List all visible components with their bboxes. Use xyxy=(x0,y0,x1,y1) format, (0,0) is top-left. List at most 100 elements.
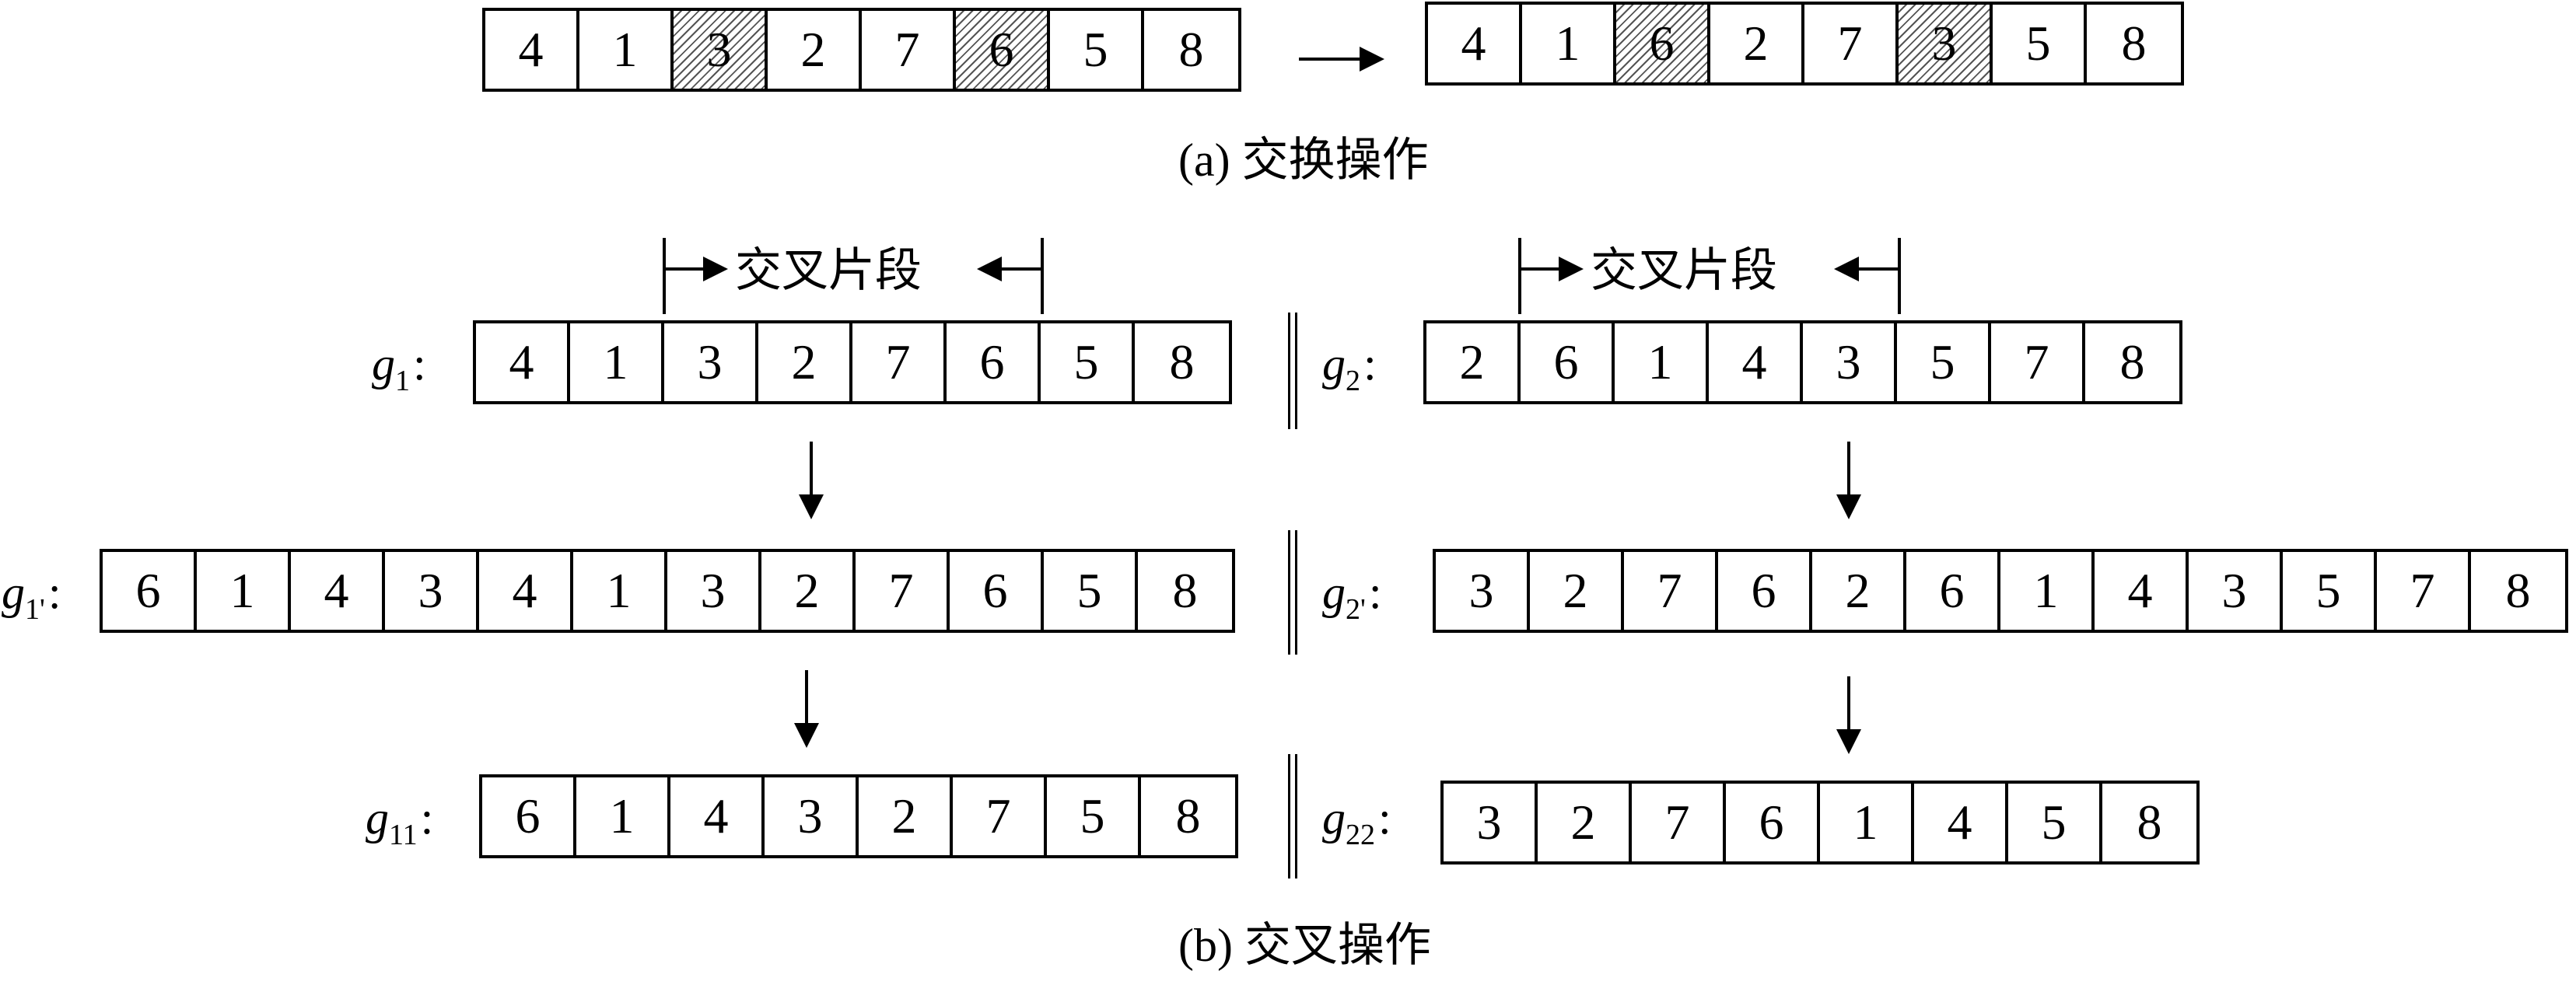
gene-cell: 3 xyxy=(385,552,479,630)
gene-cell: 6 xyxy=(1521,323,1615,401)
gene-cell: 6 xyxy=(1718,552,1812,630)
swap-caption: (a) 交换操作 xyxy=(1178,134,1429,186)
gene-cell: 4 xyxy=(1914,784,2008,861)
gene-cell: 2 xyxy=(1426,323,1521,401)
gene-cell: 4 xyxy=(1709,323,1803,401)
gene-cell: 5 xyxy=(1041,323,1135,401)
gene-cell: 8 xyxy=(1178,22,1204,77)
gene-cell: 3 xyxy=(1899,5,1993,82)
separator-row2 xyxy=(1288,530,1297,655)
gene-cell: 1 xyxy=(573,552,667,630)
gene-cell: 7 xyxy=(1624,552,1718,630)
gene-cell: 2 xyxy=(1710,5,1804,82)
gene-cell: 8 xyxy=(2505,563,2531,618)
gene-cell: 7 xyxy=(1804,5,1899,82)
gene-cell: 6 xyxy=(482,777,576,855)
segment-bracket-left-g2 xyxy=(1518,238,1521,314)
segment-bracket-left-g1 xyxy=(663,238,666,314)
segment-arrow-right-g2 xyxy=(1518,257,1584,281)
gene-cell: 8 xyxy=(2121,16,2147,71)
gene-cell: 2 xyxy=(761,552,856,630)
gene-cell: 7 xyxy=(1632,784,1726,861)
gene-cell: 1 xyxy=(1522,5,1616,82)
gene-cell: 1 xyxy=(1615,323,1709,401)
gene-cell: 7 xyxy=(856,552,950,630)
gene-cell: 3 xyxy=(674,11,768,89)
gene-cell: 5 xyxy=(1044,552,1138,630)
gene-cell: 4 xyxy=(1428,5,1522,82)
gene-cell: 1 xyxy=(570,323,664,401)
gene-cell: 1 xyxy=(576,777,670,855)
gene-cell: 1 xyxy=(1820,784,1914,861)
gene-cell: 2 xyxy=(859,777,953,855)
arrow-g2p-to-g22 xyxy=(1836,676,1861,754)
label-g22: g22: xyxy=(1322,792,1391,851)
gene-cell: 8 xyxy=(2119,334,2145,389)
gene-cell: 6 xyxy=(947,323,1041,401)
segment-arrow-left-g2 xyxy=(1834,257,1898,281)
label-g2p: g2': xyxy=(1322,567,1382,626)
gene-cell: 8 xyxy=(2137,795,2162,850)
gene-cell: 1 xyxy=(579,11,674,89)
separator-row1 xyxy=(1288,313,1297,429)
gene-cell: 8 xyxy=(1169,334,1195,389)
gene-cell: 7 xyxy=(852,323,947,401)
arrow-g1-to-g1p xyxy=(799,442,824,519)
gene-cell: 7 xyxy=(1991,323,2085,401)
gene-cell: 6 xyxy=(103,552,197,630)
separator-row3 xyxy=(1288,754,1297,878)
gene-cell: 3 xyxy=(1803,323,1897,401)
gene-cell: 6 xyxy=(1906,552,2000,630)
gene-cell: 2 xyxy=(768,11,862,89)
gene-cell: 1 xyxy=(197,552,291,630)
gene-cell: 6 xyxy=(1726,784,1820,861)
gene-cell: 5 xyxy=(1047,777,1141,855)
segment-arrow-left-g1 xyxy=(977,257,1041,281)
gene-cell: 8 xyxy=(1172,563,1198,618)
crossover-caption: (b) 交叉操作 xyxy=(1178,920,1431,971)
gene-cell: 4 xyxy=(2095,552,2189,630)
gene-cell: 3 xyxy=(1444,784,1538,861)
gene-cell: 7 xyxy=(862,11,956,89)
gene-cell: 1 xyxy=(2000,552,2095,630)
gene-cell: 5 xyxy=(2008,784,2102,861)
gene-cell: 7 xyxy=(2377,552,2471,630)
gene-cell: 5 xyxy=(1050,11,1144,89)
segment-bracket-right-g1 xyxy=(1041,238,1044,314)
gene-cell: 5 xyxy=(2283,552,2377,630)
gene-cell: 3 xyxy=(1436,552,1530,630)
label-g2: g2: xyxy=(1322,338,1377,397)
gene-cell: 6 xyxy=(1616,5,1710,82)
gene-cell: 3 xyxy=(664,323,758,401)
gene-cell: 3 xyxy=(667,552,761,630)
label-g1p: g1': xyxy=(2,567,61,626)
gene-cell: 7 xyxy=(953,777,1047,855)
gene-cell: 2 xyxy=(1812,552,1906,630)
arrow-g1p-to-g11 xyxy=(794,670,819,748)
gene-cell: 3 xyxy=(765,777,859,855)
arrow-g2-to-g2p xyxy=(1836,442,1861,519)
gene-cell: 5 xyxy=(1897,323,1991,401)
segment-label-g2: 交叉片段 xyxy=(1591,245,1777,296)
gene-cell: 4 xyxy=(485,11,579,89)
gene-cell: 4 xyxy=(476,323,570,401)
segment-arrow-right-g1 xyxy=(663,257,728,281)
gene-cell: 5 xyxy=(1993,5,2087,82)
segment-bracket-right-g2 xyxy=(1898,238,1901,314)
label-g1: g1: xyxy=(372,338,426,397)
gene-cell: 2 xyxy=(1538,784,1632,861)
gene-cell: 2 xyxy=(1530,552,1624,630)
gene-cell: 8 xyxy=(1175,788,1201,844)
gene-cell: 6 xyxy=(950,552,1044,630)
gene-cell: 4 xyxy=(670,777,765,855)
gene-cell: 4 xyxy=(291,552,385,630)
gene-cell: 2 xyxy=(758,323,852,401)
